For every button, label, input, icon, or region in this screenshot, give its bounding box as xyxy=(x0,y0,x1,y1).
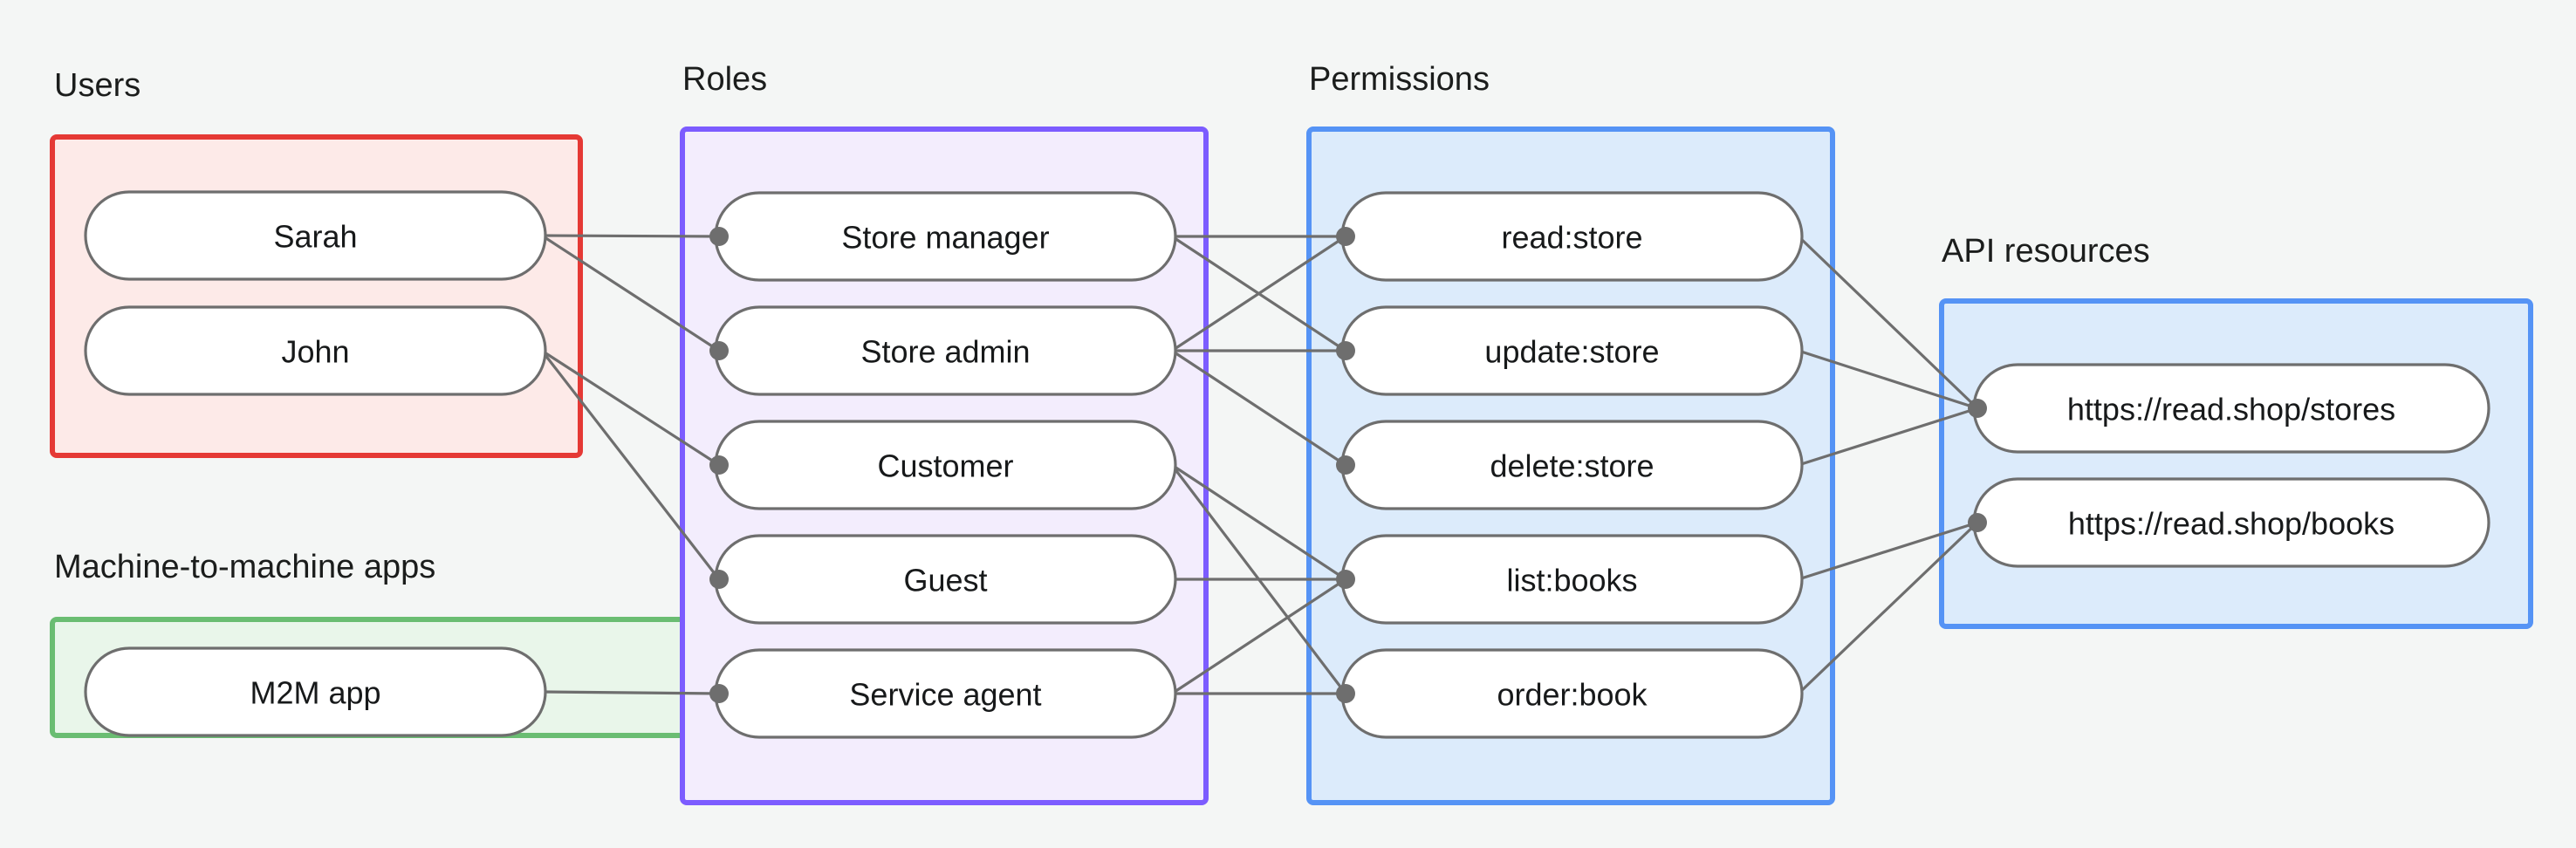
node-label-delete_store: delete:store xyxy=(1490,448,1654,484)
node-pill-john xyxy=(84,305,547,396)
group-label-users: Users xyxy=(54,67,140,104)
edge-customer-to-list_books xyxy=(1171,463,1346,581)
node-label-read_store: read:store xyxy=(1501,220,1642,256)
edge-store_admin-to-read_store xyxy=(1171,235,1346,352)
node-guest[interactable]: Guest xyxy=(714,534,1177,625)
group-label-permissions: Permissions xyxy=(1309,61,1490,98)
node-list_books[interactable]: list:books xyxy=(1340,534,1804,625)
node-customer[interactable]: Customer xyxy=(714,420,1177,510)
connector-dot-delete_store xyxy=(1336,455,1355,475)
connector-dot-res_books xyxy=(1968,513,1987,532)
connector-dot-customer xyxy=(709,455,729,475)
node-label-store_manager: Store manager xyxy=(841,220,1049,256)
node-label-customer: Customer xyxy=(877,448,1013,484)
node-label-service_agent: Service agent xyxy=(849,677,1041,713)
connector-dot-layer xyxy=(709,227,1987,703)
edge-m2m_app-to-service_agent xyxy=(541,690,720,695)
node-order_book[interactable]: order:book xyxy=(1340,648,1804,739)
edge-store_admin-to-delete_store xyxy=(1171,349,1346,467)
node-label-guest: Guest xyxy=(903,563,987,598)
edge-service_agent-to-list_books xyxy=(1171,578,1346,695)
connector-dot-guest xyxy=(709,570,729,589)
edge-sarah-to-store_admin xyxy=(541,234,720,352)
node-label-sarah: Sarah xyxy=(273,219,357,255)
node-label-john: John xyxy=(281,334,349,370)
edge-delete_store-to-res_stores xyxy=(1798,407,1978,467)
node-john[interactable]: John xyxy=(84,305,547,396)
connector-dot-update_store xyxy=(1336,341,1355,360)
edge-order_book-to-res_books xyxy=(1797,521,1979,695)
group-label-roles: Roles xyxy=(682,61,767,98)
node-store_manager[interactable]: Store manager xyxy=(714,191,1177,282)
connector-dot-store_admin xyxy=(709,341,729,360)
edge-john-to-guest xyxy=(540,350,721,580)
connector-dot-store_manager xyxy=(709,227,729,246)
node-store_admin[interactable]: Store admin xyxy=(714,305,1177,396)
node-label-order_book: order:book xyxy=(1497,677,1648,713)
node-pill-m2m_app xyxy=(84,646,547,737)
connector-dot-service_agent xyxy=(709,684,729,703)
node-service_agent[interactable]: Service agent xyxy=(714,648,1177,739)
node-label-list_books: list:books xyxy=(1506,563,1637,598)
node-res_books[interactable]: https://read.shop/books xyxy=(1972,477,2490,568)
node-label-res_stores: https://read.shop/stores xyxy=(2067,392,2395,427)
edge-john-to-customer xyxy=(541,349,720,467)
group-box-api xyxy=(1939,298,2533,629)
edge-layer xyxy=(540,234,1979,695)
node-read_store[interactable]: read:store xyxy=(1340,191,1804,282)
node-pill-sarah xyxy=(84,190,547,281)
node-res_stores[interactable]: https://read.shop/stores xyxy=(1972,363,2490,454)
connector-dot-res_stores xyxy=(1968,399,1987,418)
edge-list_books-to-res_books xyxy=(1798,521,1978,581)
node-label-res_books: https://read.shop/books xyxy=(2068,506,2394,542)
node-delete_store[interactable]: delete:store xyxy=(1340,420,1804,510)
node-sarah[interactable]: Sarah xyxy=(84,190,547,281)
connector-dot-list_books xyxy=(1336,570,1355,589)
group-label-m2m: Machine-to-machine apps xyxy=(54,549,435,585)
node-label-update_store: update:store xyxy=(1484,334,1659,370)
edge-update_store-to-res_stores xyxy=(1798,349,1978,410)
node-update_store[interactable]: update:store xyxy=(1340,305,1804,396)
node-label-store_admin: Store admin xyxy=(860,334,1030,370)
group-label-api: API resources xyxy=(1942,233,2150,270)
connector-dot-read_store xyxy=(1336,227,1355,246)
connector-dot-order_book xyxy=(1336,684,1355,703)
edge-read_store-to-res_stores xyxy=(1797,235,1979,410)
node-label-m2m_app: M2M app xyxy=(250,675,380,711)
node-m2m_app[interactable]: M2M app xyxy=(84,646,547,737)
group-box-users xyxy=(50,134,583,458)
